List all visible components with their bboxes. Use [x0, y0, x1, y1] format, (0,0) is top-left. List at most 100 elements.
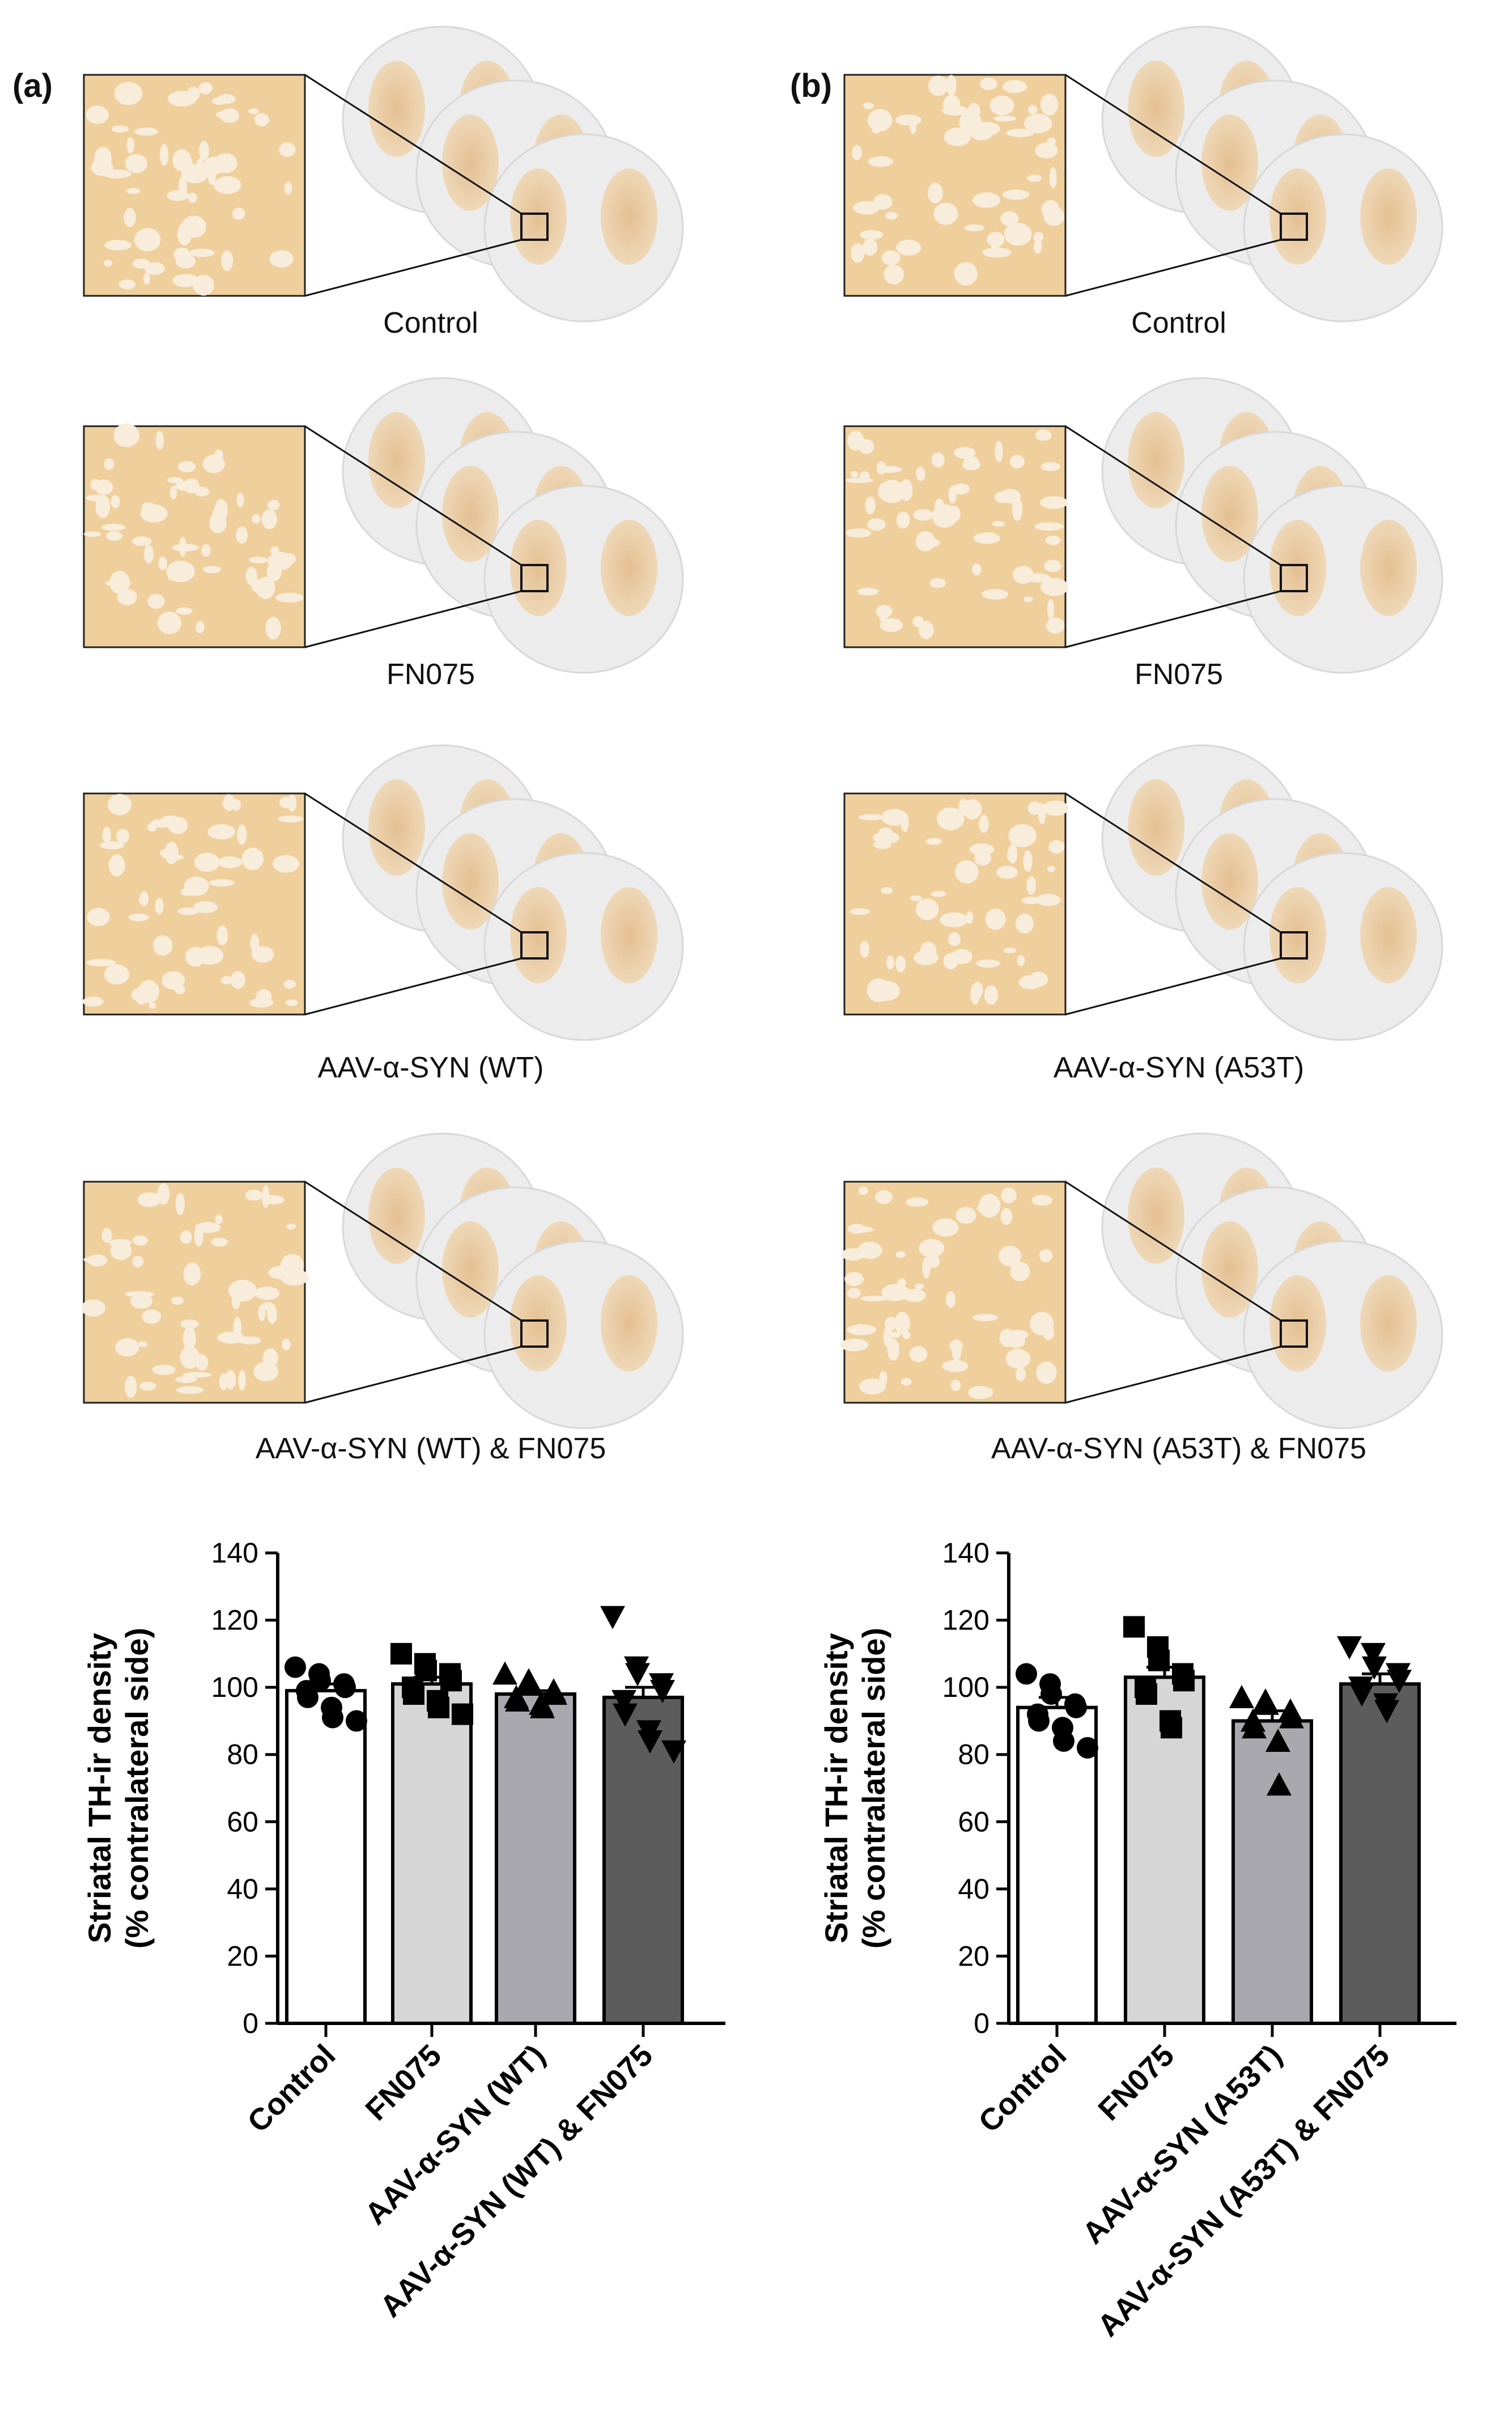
fiber-bundle — [851, 243, 865, 263]
fiber-bundle — [868, 156, 893, 167]
fiber-bundle — [221, 250, 233, 271]
y-tick-label: 60 — [227, 1806, 258, 1837]
fiber-bundle — [101, 524, 126, 531]
fiber-bundle — [859, 1378, 886, 1395]
fiber-bundle — [104, 240, 131, 251]
fiber-bundle — [209, 879, 235, 887]
fiber-bundle — [181, 215, 206, 238]
panel-letter-b: (b) — [790, 67, 833, 104]
fiber-bundle — [954, 262, 978, 286]
fiber-bundle — [140, 504, 168, 523]
fiber-bundle — [108, 854, 125, 877]
fiber-bundle — [1007, 1334, 1025, 1348]
fiber-bundle — [201, 544, 211, 557]
x-tick-label: AAV-α-SYN (A53T) — [1076, 2038, 1289, 2251]
fiber-bundle — [228, 1280, 257, 1302]
zoom-line — [304, 792, 522, 933]
data-point — [1267, 1772, 1292, 1796]
fiber-bundle — [1017, 955, 1025, 966]
fiber-bundle — [1043, 1326, 1055, 1340]
fiber-bundle — [95, 479, 113, 495]
fiber-bundle — [966, 911, 974, 924]
fiber-bundle — [873, 831, 900, 844]
fiber-bundle — [163, 854, 184, 860]
fiber-bundle — [1021, 897, 1042, 905]
fiber-bundle — [928, 75, 949, 96]
zoom-line — [1065, 74, 1281, 215]
bar — [1016, 1705, 1098, 2026]
caption-a-control: Control — [383, 307, 478, 339]
fiber-bundle — [989, 95, 1014, 116]
fiber-bundle — [883, 1326, 893, 1348]
fiber-bundle — [267, 1304, 277, 1324]
striatum-stain — [368, 1168, 425, 1264]
fiber-bundle — [902, 1331, 911, 1339]
fiber-bundle — [158, 556, 168, 571]
fiber-bundle — [86, 105, 109, 124]
fiber-bundle — [867, 518, 886, 531]
fiber-bundle — [139, 1381, 156, 1391]
fiber-bundle — [865, 496, 876, 515]
striatum-stain — [368, 412, 425, 508]
fiber-bundle — [929, 578, 946, 588]
fiber-bundle — [978, 1194, 1001, 1218]
striatum-stain — [1201, 1221, 1258, 1318]
fiber-bundle — [261, 509, 277, 529]
fiber-bundle — [878, 479, 906, 503]
data-point — [530, 1695, 555, 1718]
fiber-bundle — [236, 527, 248, 544]
fiber-bundle — [125, 154, 148, 173]
fiber-bundle — [1003, 80, 1027, 94]
fiber-bundle — [1027, 801, 1041, 815]
fiber-bundle — [913, 509, 933, 521]
fiber-bundle — [160, 143, 169, 166]
fiber-bundle — [82, 996, 104, 1007]
data-point — [1123, 1616, 1145, 1638]
fiber-bundle — [878, 605, 888, 622]
fiber-bundle — [256, 989, 272, 1004]
zoom-box — [520, 931, 549, 960]
fiber-bundle — [196, 1354, 209, 1371]
y-axis-label: Striatal TH-ir density — [818, 1633, 854, 1943]
fiber-bundle — [876, 461, 886, 475]
fiber-bundle — [895, 956, 906, 973]
zoom-box — [1280, 1319, 1308, 1348]
fiber-bundle — [964, 224, 985, 231]
fiber-bundle — [1016, 913, 1034, 934]
fiber-bundle — [284, 181, 292, 195]
fiber-bundle — [1027, 105, 1038, 114]
fiber-bundle — [182, 1326, 196, 1350]
fiber-bundle — [932, 1218, 959, 1237]
fiber-bundle — [915, 898, 939, 920]
fiber-bundle — [881, 809, 907, 826]
fiber-bundle — [211, 97, 228, 105]
fiber-bundle — [906, 1197, 929, 1207]
fiber-bundle — [198, 82, 213, 95]
fiber-bundle — [148, 1003, 156, 1009]
fiber-bundle — [943, 953, 958, 970]
y-tick-label: 60 — [958, 1806, 989, 1837]
fiber-bundle — [1000, 211, 1019, 227]
fiber-bundle — [879, 1370, 887, 1386]
fiber-bundle — [880, 618, 903, 633]
striatum-stain — [601, 520, 657, 616]
fiber-bundle — [899, 479, 913, 502]
zoom-line — [1065, 590, 1281, 648]
data-point — [1254, 1691, 1279, 1715]
fiber-bundle — [215, 110, 238, 120]
fiber-bundle — [1045, 536, 1061, 545]
fiber-bundle — [254, 113, 269, 126]
fiber-bundle — [1040, 94, 1059, 116]
fiber-bundle — [232, 207, 245, 220]
data-point — [403, 1683, 424, 1705]
fiber-bundle — [1011, 224, 1020, 243]
data-point — [428, 1696, 449, 1718]
fiber-bundle — [1003, 948, 1017, 954]
fiber-bundle — [931, 891, 946, 897]
fiber-bundle — [269, 250, 294, 268]
fiber-bundle — [844, 1272, 864, 1287]
fiber-bundle — [979, 814, 989, 833]
zoom-box — [520, 213, 549, 241]
zoom-line — [304, 590, 522, 648]
